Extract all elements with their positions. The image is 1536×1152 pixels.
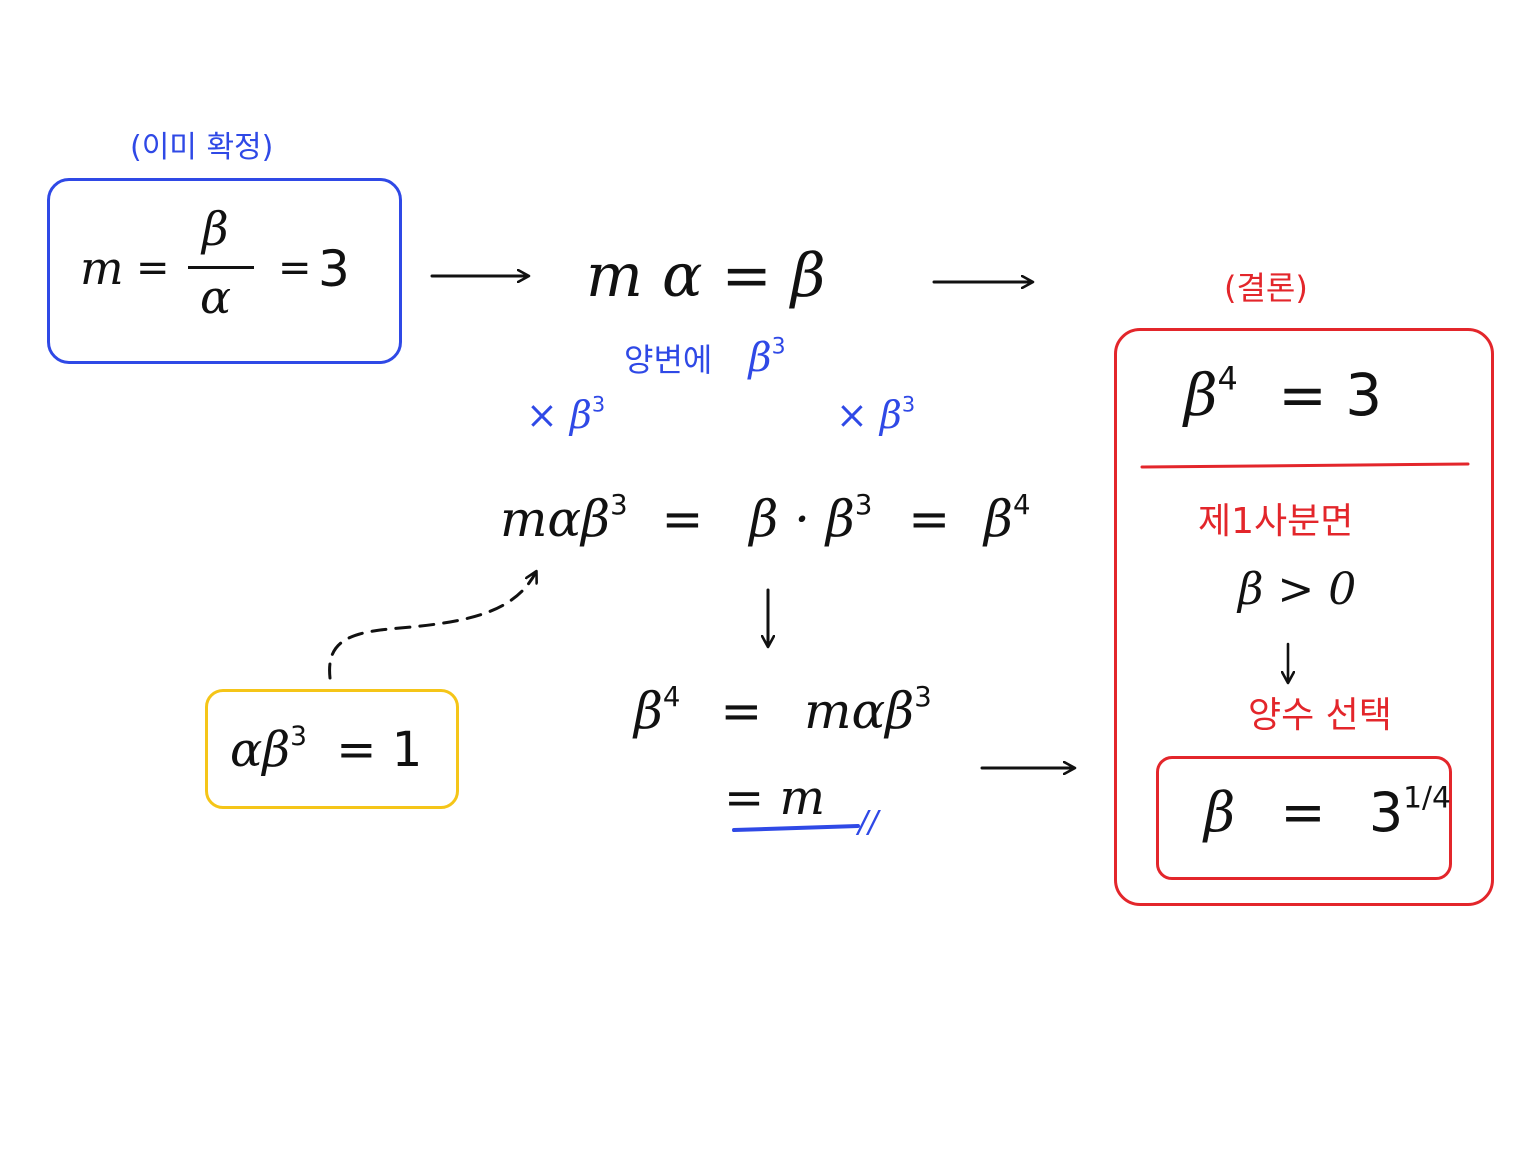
result-underline — [732, 824, 860, 832]
identity-box — [205, 689, 459, 809]
conclusion-divider — [1140, 462, 1470, 469]
step2-a: mαβ — [500, 490, 611, 548]
answer-base: 3 — [1368, 781, 1404, 844]
quadrant-label: 제1사분면 — [1198, 501, 1354, 542]
step3-lhs-exp: 4 — [662, 681, 681, 713]
step1-equation: m α = β — [586, 241, 826, 311]
step3-eq: = — [720, 682, 763, 740]
identity-exp: 3 — [290, 720, 307, 752]
multiply-right-label: × β3 — [836, 393, 915, 437]
given-note: (이미 확정) — [130, 130, 274, 165]
step2-b-exp: 3 — [854, 489, 873, 521]
answer-eq: = — [1280, 781, 1326, 844]
multiply-left-label: × β3 — [526, 393, 605, 437]
step3-rhs: mαβ — [804, 682, 915, 740]
answer-exp: 1/4 — [1403, 780, 1451, 816]
answer-box — [1156, 756, 1452, 880]
fraction-denominator: α — [200, 270, 232, 324]
answer-lhs: β — [1204, 781, 1236, 844]
given-fraction: β α — [188, 200, 254, 320]
given-eq2: = — [278, 245, 312, 291]
step2-equation: mαβ3 = β · β3 = β4 — [500, 491, 1030, 544]
step2-eq2: = — [908, 490, 951, 548]
answer-equation: β = 31/4 — [1204, 783, 1451, 840]
conclusion-title: (결론) — [1224, 269, 1308, 307]
step2-eq1: = — [661, 490, 704, 548]
choice-label: 양수 선택 — [1248, 695, 1392, 736]
right-exp: 3 — [901, 392, 916, 417]
left-exp: 3 — [591, 392, 606, 417]
given-box — [47, 178, 402, 364]
fraction-bar — [188, 266, 254, 269]
dashed-arrow-identity-to-step2 — [328, 572, 536, 680]
step3-lhs: β — [634, 682, 663, 740]
left-label: × β — [526, 393, 592, 437]
step2-c: β — [984, 490, 1013, 548]
result-mark: // — [858, 805, 879, 840]
condition-text: β > 0 — [1238, 564, 1357, 615]
conclusion-lhs: β — [1184, 361, 1218, 429]
multiply-caption-factor: β3 — [749, 335, 786, 381]
step2-a-exp: 3 — [610, 489, 628, 521]
conclusion-equation: β4 = 3 — [1184, 363, 1382, 424]
fraction-numerator: β — [202, 202, 229, 256]
caption-exp: 3 — [771, 334, 786, 360]
step2-b: β · β — [749, 490, 855, 548]
given-eq1: = — [136, 245, 170, 291]
multiply-caption-text: 양변에 — [624, 341, 713, 379]
conclusion-exp: 4 — [1217, 359, 1238, 398]
right-label: × β — [836, 393, 902, 437]
conclusion-rhs: = 3 — [1278, 361, 1383, 429]
caption-factor: β — [748, 335, 772, 381]
step3-rhs-exp: 3 — [914, 681, 932, 713]
conclusion-box — [1114, 328, 1494, 906]
given-lhs: m — [80, 241, 124, 295]
identity-rhs: = 1 — [336, 722, 423, 778]
step3-equation: β4 = mαβ3 — [634, 683, 932, 736]
step3-line2: = m — [724, 770, 825, 826]
identity-equation: αβ3 = 1 — [230, 723, 422, 774]
multiply-caption: 양변에 β3 — [624, 335, 786, 381]
given-value: 3 — [318, 240, 350, 298]
step2-c-exp: 4 — [1012, 489, 1031, 521]
identity-lhs: αβ — [230, 722, 291, 778]
